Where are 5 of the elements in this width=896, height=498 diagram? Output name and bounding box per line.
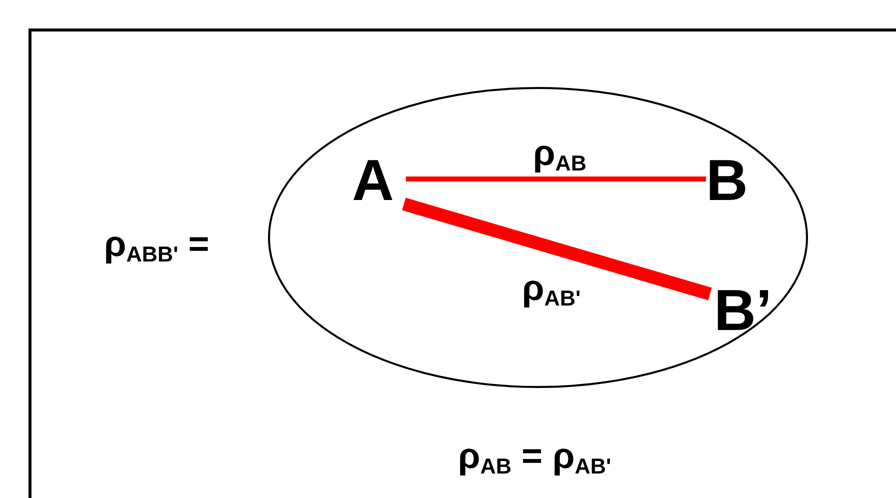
node-letter: B: [706, 148, 748, 213]
node-letter: B’: [714, 278, 772, 343]
node-letter: A: [352, 148, 394, 213]
connector-line: [402, 198, 712, 300]
connector-line: [406, 176, 706, 182]
